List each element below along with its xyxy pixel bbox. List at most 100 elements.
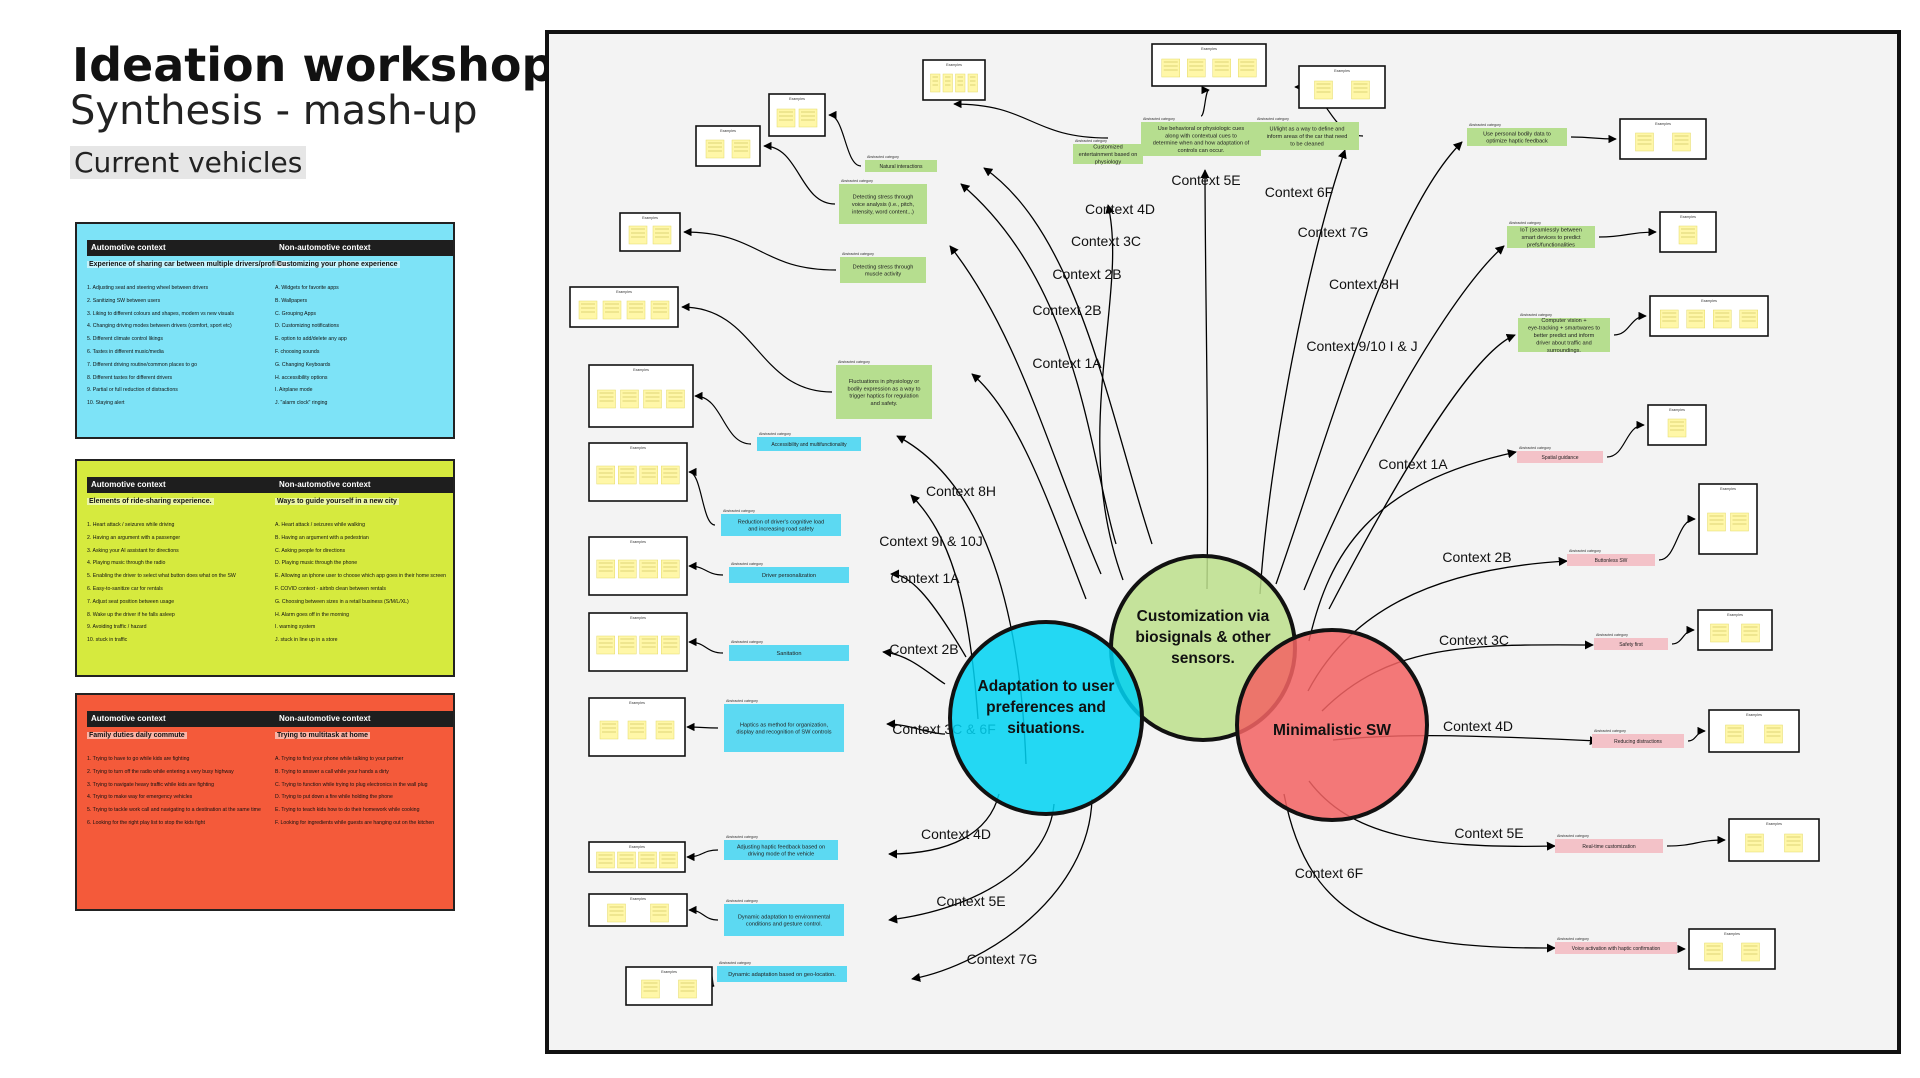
minimalistic-circle[interactable] [1235, 628, 1429, 822]
context-item: C. Asking people for directions [275, 547, 346, 554]
category-box [1141, 122, 1261, 156]
category-box [717, 966, 847, 982]
context-header: Automotive context [87, 477, 277, 493]
category-caption: Abstracted category [726, 699, 758, 703]
section-label: Current vehicles [70, 146, 307, 179]
context-item: F. Looking for ingredients while guests … [275, 819, 435, 826]
category-text: Real-time customization [1582, 844, 1636, 850]
page-subtitle: Synthesis - mash-up [70, 88, 478, 134]
sticky-note [617, 851, 636, 869]
sticky-note [596, 465, 615, 485]
examples-caption: Examples [1724, 932, 1740, 936]
context-item: E. option to add/delete any app [275, 336, 347, 343]
context-header: Non-automotive context [275, 711, 453, 727]
examples-caption: Examples [633, 368, 649, 372]
context-subtitle: Ways to guide yourself in a new city [275, 498, 399, 505]
branch-arrow [890, 569, 967, 658]
examples-caption: Examples [1720, 487, 1736, 491]
sticky-note [1635, 132, 1654, 152]
branch-arrow [1328, 333, 1516, 610]
example-connector [688, 637, 724, 654]
category-caption: Abstracted category [1569, 549, 1601, 553]
examples-box [1728, 818, 1820, 862]
category-box [721, 514, 841, 536]
examples-caption: Examples [616, 290, 632, 294]
sticky-note [955, 73, 966, 93]
context-label: Context 8H [1329, 276, 1399, 292]
category-caption: Abstracted category [731, 562, 763, 566]
sticky-note [1238, 58, 1257, 78]
branch-arrow [1303, 245, 1505, 591]
context-item: C. Grouping Apps [275, 310, 316, 317]
examples-caption: Examples [1701, 299, 1717, 303]
context-item: 10. Staying alert [87, 400, 125, 407]
category-box [724, 704, 844, 752]
context-item: 1. Heart attack / seizures while driving [87, 522, 175, 528]
category-caption: Abstracted category [838, 360, 870, 364]
sticky-note [602, 300, 622, 320]
category-caption: Abstracted category [1520, 313, 1552, 317]
examples-box [588, 893, 688, 927]
sticky-note [798, 108, 818, 128]
context-label: Context 7G [1298, 224, 1369, 240]
sticky-note [618, 465, 637, 485]
example-connector [1671, 625, 1695, 645]
category-caption: Abstracted category [759, 432, 791, 436]
category-caption: Abstracted category [726, 899, 758, 903]
sticky-note [1704, 942, 1723, 962]
branch-arrow [960, 183, 1117, 545]
examples-caption: Examples [720, 129, 736, 133]
context-item: D. Customizing notifications [275, 323, 340, 330]
category-caption: Abstracted category [1075, 139, 1107, 143]
category-caption: Abstracted category [723, 509, 755, 513]
context-item: 1. Trying to have to go while kids are f… [87, 756, 190, 762]
sticky-note [650, 903, 669, 923]
examples-caption: Examples [629, 845, 645, 849]
context-label: Context 9I & 10J [879, 533, 983, 549]
context-item: 6. Easy-to-sanitize car for rentals [87, 585, 163, 592]
branch-arrow [1200, 169, 1210, 590]
context-label: Context 2B [1052, 266, 1121, 282]
context-label: Context 4D [1443, 718, 1513, 734]
examples-caption: Examples [630, 446, 646, 450]
context-label: Context 9/10 I & J [1306, 338, 1417, 354]
sticky-note [1660, 309, 1679, 329]
examples-caption: Examples [1746, 713, 1762, 717]
context-label: Context 2B [889, 641, 958, 657]
examples-caption: Examples [630, 897, 646, 901]
category-text: Sanitation [777, 651, 802, 657]
sticky-note [661, 465, 680, 485]
category-box [724, 840, 838, 860]
category-box [1517, 451, 1603, 463]
branch-arrow [886, 719, 946, 735]
sticky-note [641, 979, 660, 999]
examples-caption: Examples [1669, 408, 1685, 412]
context-label: Context 6F [1295, 865, 1363, 881]
adaptation-circle[interactable] [948, 620, 1144, 816]
sticky-note [678, 979, 697, 999]
context-item: 7. Different driving routine/common plac… [87, 361, 198, 368]
context-item: I. Airplane mode [275, 387, 313, 394]
category-text: Accessibility and multifunctionality [771, 442, 847, 448]
sticky-note [659, 851, 678, 869]
example-connector [688, 905, 719, 921]
context-subtitle: Elements of ride-sharing experience. [87, 498, 214, 505]
sticky-note [661, 635, 680, 655]
sticky-note [1686, 309, 1705, 329]
category-box [1555, 839, 1663, 853]
context-label: Context 1A [890, 570, 960, 586]
category-box [1467, 128, 1567, 146]
context-subtitle: Trying to multitask at home [275, 732, 371, 739]
context-item: G. Choosing between sizes in a retail bu… [275, 598, 409, 605]
context-label: Context 1A [1032, 355, 1102, 371]
context-item: 5. Enabling the driver to select what bu… [87, 573, 236, 580]
example-connector [1666, 835, 1726, 847]
